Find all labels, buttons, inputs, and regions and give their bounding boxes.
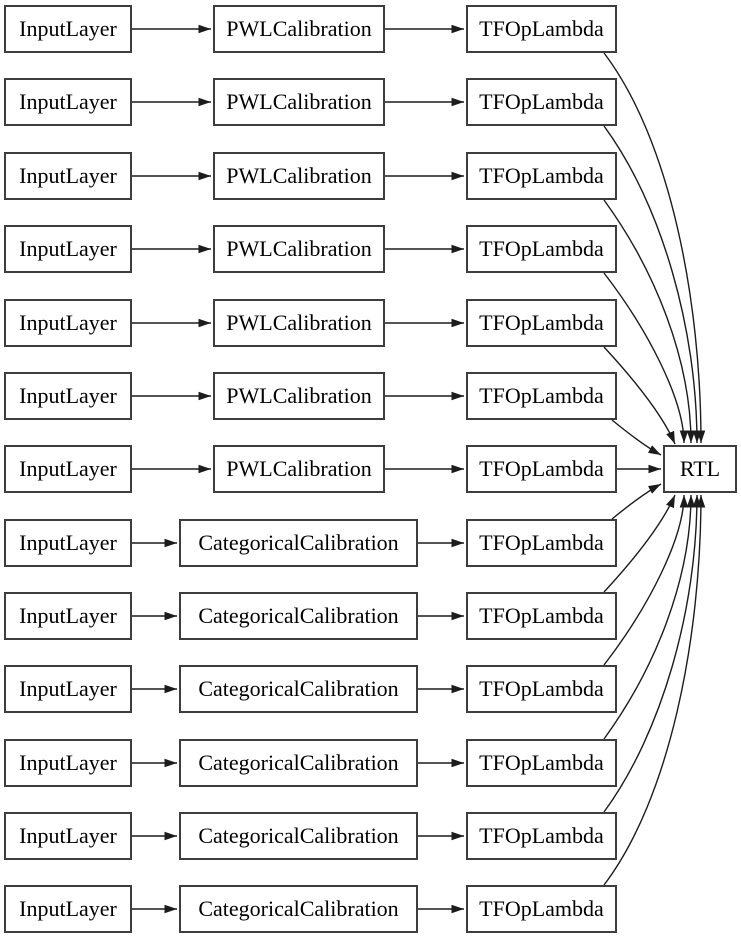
node-pwl-calibration: PWLCalibration: [213, 5, 385, 53]
node-input-layer: InputLayer: [4, 812, 132, 860]
node-categorical-calibration: CategoricalCalibration: [179, 812, 418, 860]
node-input-layer: InputLayer: [4, 299, 132, 347]
node-input-layer: InputLayer: [4, 445, 132, 493]
node-input-layer: InputLayer: [4, 152, 132, 200]
node-pwl-calibration: PWLCalibration: [213, 225, 385, 273]
node-tf-op-lambda: TFOpLambda: [466, 665, 617, 713]
node-input-layer: InputLayer: [4, 665, 132, 713]
node-tf-op-lambda: TFOpLambda: [466, 5, 617, 53]
node-tf-op-lambda: TFOpLambda: [466, 152, 617, 200]
node-input-layer: InputLayer: [4, 5, 132, 53]
node-categorical-calibration: CategoricalCalibration: [179, 885, 418, 933]
node-tf-op-lambda: TFOpLambda: [466, 885, 617, 933]
node-input-layer: InputLayer: [4, 372, 132, 420]
edges-lambda-to-rtl: [603, 52, 706, 886]
node-tf-op-lambda: TFOpLambda: [466, 225, 617, 273]
edges-calibration-to-lambda: [385, 24, 464, 914]
node-tf-op-lambda: TFOpLambda: [466, 592, 617, 640]
node-categorical-calibration: CategoricalCalibration: [179, 592, 418, 640]
node-tf-op-lambda: TFOpLambda: [466, 445, 617, 493]
node-tf-op-lambda: TFOpLambda: [466, 519, 617, 567]
node-rtl: RTL: [663, 445, 737, 493]
edges-input-to-calibration: [132, 24, 211, 914]
node-input-layer: InputLayer: [4, 885, 132, 933]
node-categorical-calibration: CategoricalCalibration: [179, 739, 418, 787]
node-categorical-calibration: CategoricalCalibration: [179, 665, 418, 713]
node-pwl-calibration: PWLCalibration: [213, 445, 385, 493]
node-pwl-calibration: PWLCalibration: [213, 152, 385, 200]
node-input-layer: InputLayer: [4, 78, 132, 126]
node-pwl-calibration: PWLCalibration: [213, 372, 385, 420]
node-input-layer: InputLayer: [4, 739, 132, 787]
node-input-layer: InputLayer: [4, 592, 132, 640]
node-tf-op-lambda: TFOpLambda: [466, 372, 617, 420]
node-tf-op-lambda: TFOpLambda: [466, 78, 617, 126]
node-input-layer: InputLayer: [4, 225, 132, 273]
node-tf-op-lambda: TFOpLambda: [466, 739, 617, 787]
node-categorical-calibration: CategoricalCalibration: [179, 519, 418, 567]
node-pwl-calibration: PWLCalibration: [213, 78, 385, 126]
node-tf-op-lambda: TFOpLambda: [466, 812, 617, 860]
node-input-layer: InputLayer: [4, 519, 132, 567]
node-tf-op-lambda: TFOpLambda: [466, 299, 617, 347]
node-pwl-calibration: PWLCalibration: [213, 299, 385, 347]
